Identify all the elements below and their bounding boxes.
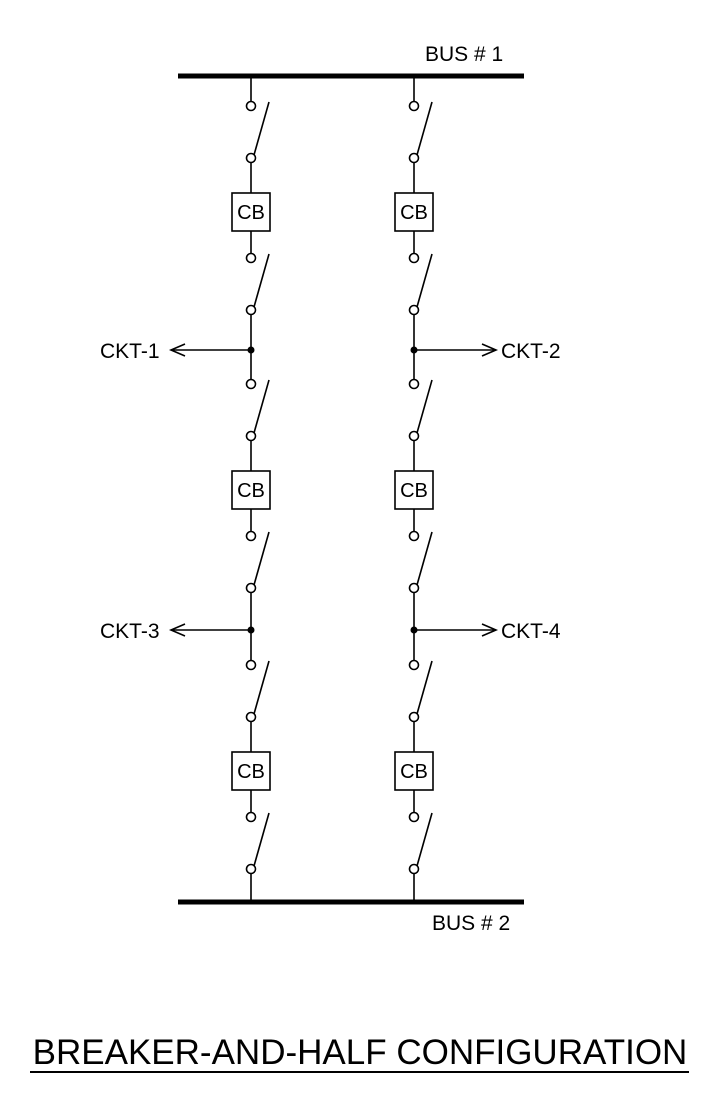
circuit-label: CKT-1	[100, 340, 160, 363]
disconnect-switch	[245, 252, 270, 316]
circuit-tap-2: CKT-2	[410, 340, 561, 363]
bay-2: CB CB CB	[394, 78, 434, 900]
disconnect-switch	[408, 252, 433, 316]
disconnect-switch	[245, 659, 270, 723]
switch-blade	[253, 660, 270, 715]
switch-contact-top	[245, 100, 257, 112]
switch-blade	[253, 379, 270, 434]
disconnect-switch	[245, 378, 270, 442]
switch-contact-top	[245, 378, 257, 390]
breaker-box	[394, 192, 434, 232]
bay-1: CB CB CB	[231, 78, 271, 900]
breaker-label: CB	[400, 202, 428, 224]
switch-contact-top	[408, 659, 420, 671]
switch-blade	[416, 253, 433, 308]
switch-contact-top	[408, 252, 420, 264]
switch-contact-top	[245, 811, 257, 823]
switch-blade	[416, 101, 433, 156]
switch-contact-top	[408, 378, 420, 390]
switch-contact-top	[245, 659, 257, 671]
diagram-title: BREAKER-AND-HALF CONFIGURATION	[33, 1033, 688, 1072]
bays: CB CB CB CB CB CB	[231, 78, 434, 900]
switch-blade	[253, 101, 270, 156]
circuit-breaker-3: CB	[231, 751, 271, 791]
switch-blade	[416, 531, 433, 586]
disconnect-switch	[245, 100, 270, 164]
circuit-breaker-2: CB	[394, 470, 434, 510]
bus-2-label: BUS # 2	[432, 912, 510, 935]
bus-1-label: BUS # 1	[425, 43, 503, 66]
circuit-label: CKT-2	[501, 340, 561, 363]
switch-blade	[253, 531, 270, 586]
switch-contact-top	[245, 530, 257, 542]
disconnect-switch	[408, 811, 433, 875]
disconnect-switch	[245, 811, 270, 875]
switch-blade	[416, 379, 433, 434]
arrow-head	[168, 623, 186, 637]
circuit-label: CKT-3	[100, 620, 160, 643]
circuit-breaker-1: CB	[231, 192, 271, 232]
circuit-label: CKT-4	[501, 620, 561, 643]
switch-contact-top	[408, 100, 420, 112]
disconnect-switch	[245, 530, 270, 594]
switch-contact-top	[408, 811, 420, 823]
circuit-breaker-3: CB	[394, 751, 434, 791]
switch-blade	[253, 812, 270, 867]
switch-blade	[416, 812, 433, 867]
disconnect-switch	[408, 659, 433, 723]
breaker-label: CB	[237, 761, 265, 783]
circuit-breaker-2: CB	[231, 470, 271, 510]
circuit-breaker-1: CB	[394, 192, 434, 232]
switch-contact-top	[245, 252, 257, 264]
switch-blade	[253, 253, 270, 308]
circuit-tap-1: CKT-1	[100, 340, 255, 363]
switch-blade	[416, 660, 433, 715]
breaker-label: CB	[237, 202, 265, 224]
disconnect-switch	[408, 378, 433, 442]
breaker-label: CB	[400, 761, 428, 783]
arrow-head	[481, 343, 499, 357]
circuit-tap-3: CKT-3	[100, 620, 255, 643]
circuit-tap-4: CKT-4	[410, 620, 561, 643]
disconnect-switch	[408, 530, 433, 594]
arrow-head	[481, 623, 499, 637]
breaker-label: CB	[400, 480, 428, 502]
switch-contact-top	[408, 530, 420, 542]
arrow-head	[168, 343, 186, 357]
disconnect-switch	[408, 100, 433, 164]
breaker-label: CB	[237, 480, 265, 502]
